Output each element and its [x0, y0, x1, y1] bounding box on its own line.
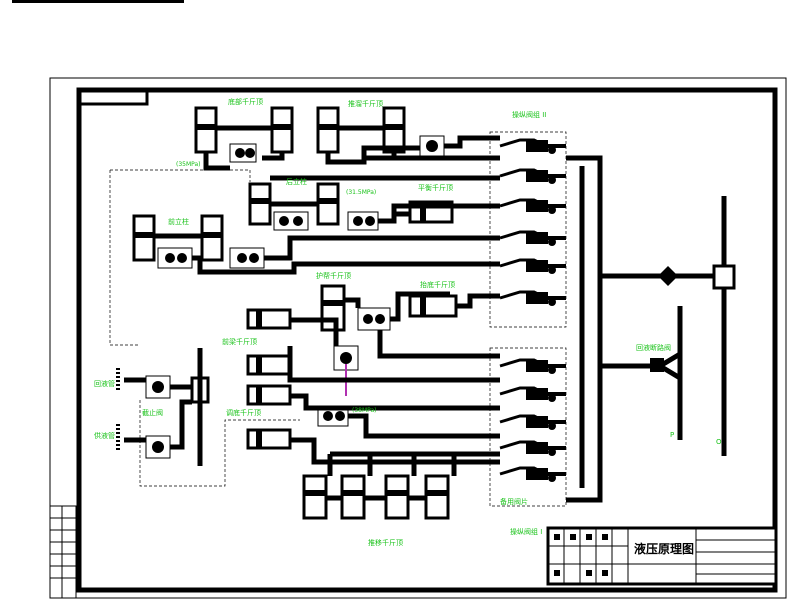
stackI-valve-2 — [499, 386, 566, 402]
valve-stack-I — [499, 358, 566, 482]
header-bar — [12, 0, 184, 3]
label-return-line: 回液管 — [94, 379, 115, 388]
cylinder-group-top-left — [194, 106, 294, 171]
label-pressure-3: (38MPa) — [352, 407, 377, 414]
label-lift-jack: 抬底千斤顶 — [420, 280, 455, 289]
label-valve-group-II: 操纵阀组 II — [512, 110, 546, 119]
lift-jack — [408, 294, 458, 318]
manifold-right — [566, 155, 736, 503]
stackII-valve-6 — [499, 290, 566, 306]
stackI-valve-3 — [499, 414, 566, 430]
cylinder-group-top-mid — [316, 106, 445, 165]
label-push-jack: 推移千斤顶 — [368, 538, 403, 547]
stackI-valve-4 — [499, 440, 566, 456]
label-balance-jack: 平衡千斤顶 — [418, 183, 453, 192]
drawing-title: 液压原理图 — [634, 541, 694, 556]
inner-frame — [76, 87, 778, 593]
stackII-valve-2 — [499, 168, 566, 184]
label-p-mark: P — [670, 431, 674, 439]
label-supply-line: 供液管 — [94, 431, 115, 440]
label-backup-valve: 备用阀片 — [500, 497, 528, 506]
label-side-jack-2: 调底千斤顶 — [226, 408, 261, 417]
side-jack — [320, 284, 391, 332]
label-pressure-1: (35MPa) — [176, 161, 201, 168]
frame-corner-tab — [77, 88, 149, 106]
push-jacks-bottom — [302, 474, 450, 520]
label-front-column: 前立柱 — [168, 217, 189, 226]
label-o-mark: O — [716, 438, 722, 446]
label-stop-valve: 截止阀 — [142, 408, 163, 417]
valve-stack-II — [499, 138, 566, 306]
stackII-valve-4 — [499, 230, 566, 246]
label-side-jack: 护帮千斤顶 — [316, 271, 351, 280]
cylinder-group-front-column — [132, 214, 265, 269]
stackI-valve-5 — [499, 466, 566, 482]
schematic-labels: 底部千斤顶 推溜千斤顶 操纵阀组 II (35MPa) 后立柱 (31.5MPa… — [94, 97, 722, 547]
stop-valve-assembly — [116, 348, 210, 466]
balance-jack — [394, 200, 454, 224]
stackII-valve-1 — [499, 138, 566, 154]
label-pressure-2: (31.5MPa) — [346, 189, 376, 196]
pipe-network — [192, 135, 500, 476]
stackII-valve-3 — [499, 198, 566, 214]
label-valve-group-I: 操纵阀组 I — [510, 527, 542, 536]
dashed-boundary — [109, 131, 567, 507]
sheet-border — [49, 77, 787, 599]
stackI-valve-1 — [499, 358, 566, 374]
label-rear-column: 后立柱 — [286, 177, 307, 186]
cylinder-group-rear-column — [248, 182, 379, 231]
title-block: 液压原理图 — [546, 526, 778, 586]
label-top-mid-jack: 推溜千斤顶 — [348, 99, 383, 108]
stackII-valve-5 — [499, 258, 566, 274]
label-top-left-jack: 底部千斤顶 — [228, 97, 263, 106]
binding-strip — [49, 505, 77, 599]
label-front-beam-jack: 前梁千斤顶 — [222, 337, 257, 346]
label-main-ring: 回液断路阀 — [636, 343, 671, 352]
